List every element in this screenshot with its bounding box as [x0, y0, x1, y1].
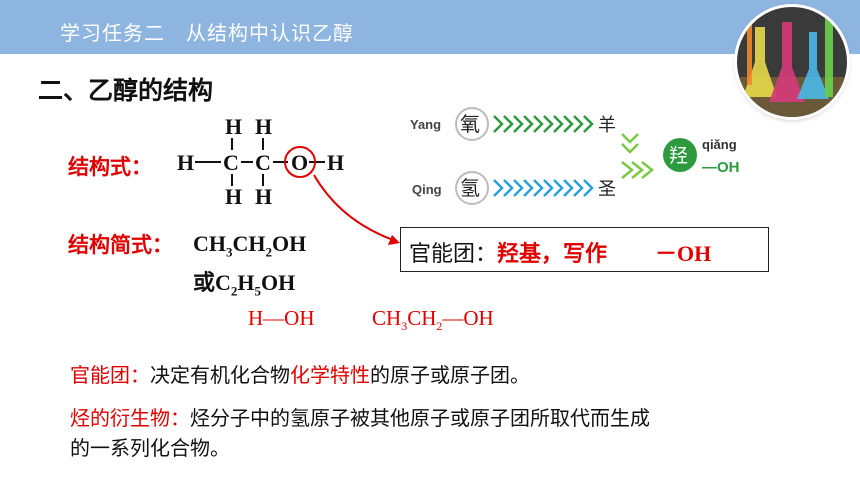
result-pinyin: qiǎng	[702, 137, 737, 152]
title-banner: 学习任务二 从结构中认识乙醇	[0, 0, 860, 54]
result-char-badge	[663, 138, 697, 172]
yang-char-badge	[455, 107, 489, 141]
qing-char-badge	[455, 171, 489, 205]
section-heading: 二、乙醇的结构	[38, 76, 214, 105]
lab-flasks-photo	[737, 7, 847, 117]
callout-prefix: 官能团：	[409, 242, 498, 267]
banner-title: 学习任务二 从结构中认识乙醇	[60, 21, 354, 45]
green-down-chevrons	[621, 133, 639, 154]
hydroxy-character-diagram: Yang Qing 氧 氢 羊 圣 羟 qiǎng —OH	[410, 107, 740, 205]
definition-term: 官能团：	[70, 363, 150, 387]
yang-pinyin: Yang	[410, 117, 441, 132]
result-char: 羟	[669, 145, 688, 167]
qing-pinyin: Qing	[412, 182, 442, 197]
ethanol-structural-formula: H H H C C O H H H	[177, 114, 344, 209]
green-right-chevrons	[621, 161, 655, 179]
result-oh: —OH	[702, 159, 740, 176]
yang-part: 羊	[598, 115, 616, 136]
derivative-definition: 烃的衍生物：烃分子中的氢原子被其他原子或原子团所取代而生成 的一系列化合物。	[70, 406, 650, 460]
callout-arrow	[313, 174, 400, 245]
atom-h-left: H	[177, 150, 194, 175]
atom-c2: C	[255, 150, 271, 175]
atom-c1: C	[223, 150, 239, 175]
callout-name: 羟基，写作	[497, 242, 608, 267]
condensed-formula: CH3CH2OH 或C2H5OH	[193, 228, 306, 307]
example-ethanol: CH3CH2—OH	[372, 306, 494, 334]
condensed-formula-line2: 或C2H5OH	[193, 270, 296, 299]
yang-char: 氧	[460, 112, 480, 136]
atom-h-top-2: H	[255, 114, 272, 139]
green-chevrons	[493, 115, 594, 133]
condensed-formula-label: 结构简式：	[68, 233, 173, 257]
atom-h-bottom-1: H	[225, 184, 242, 209]
functional-group-definition: 官能团：决定有机化合物化学特性的原子或原子团。	[70, 363, 530, 387]
atom-o: O	[291, 150, 308, 175]
atom-h-bottom-2: H	[255, 184, 272, 209]
atom-h-top-1: H	[225, 114, 242, 139]
hydroxyl-highlight-circle	[284, 146, 316, 178]
callout-formula: －OH	[655, 241, 712, 266]
condensed-formula-line1: CH3CH2OH	[193, 231, 307, 260]
structural-formula-label: 结构式：	[68, 155, 152, 179]
blue-chevrons	[493, 179, 594, 197]
qing-part: 圣	[598, 179, 616, 200]
atom-h-right: H	[327, 150, 344, 175]
qing-char: 氢	[460, 176, 480, 200]
definition-highlight: 化学特性	[290, 363, 370, 387]
functional-group-callout: 官能团： 羟基，写作 －OH	[400, 227, 769, 272]
derivative-term: 烃的衍生物：	[70, 406, 190, 430]
example-water: H—OH	[248, 306, 315, 330]
